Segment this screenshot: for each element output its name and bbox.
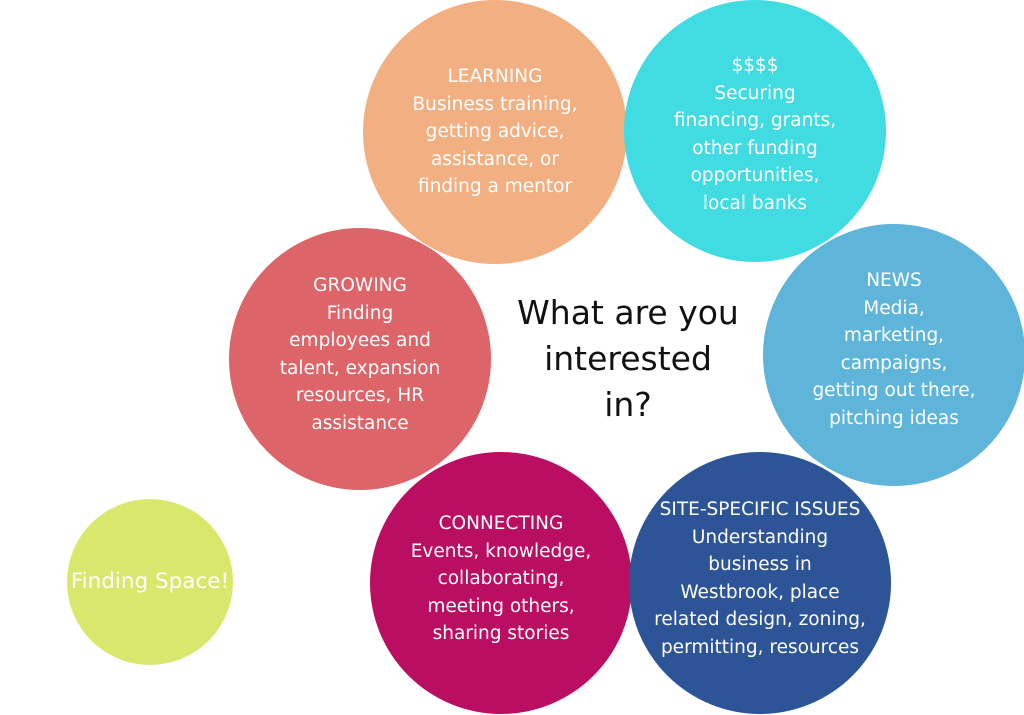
growing-text-line: talent, expansion: [279, 357, 441, 379]
center-question: What are you interested in?: [500, 290, 756, 428]
growing-text-line: Finding: [326, 302, 394, 324]
growing-text-line: assistance: [311, 412, 409, 434]
learning-heading: LEARNING: [447, 66, 543, 87]
growing-heading: GROWING: [313, 275, 407, 296]
connecting-text-line: meeting others,: [427, 595, 575, 617]
site-issues-text-line: related design, zoning,: [654, 609, 866, 630]
financing-text-line: local banks: [702, 192, 808, 214]
learning-circle: LEARNING Business training, getting advi…: [363, 0, 627, 264]
site-issues-heading: SITE-SPECIFIC ISSUES: [659, 499, 861, 520]
center-question-line: interested: [544, 339, 712, 378]
connecting-circle: CONNECTING Events, knowledge, collaborat…: [370, 452, 632, 714]
growing-text-line: resources, HR: [295, 385, 425, 406]
learning-text-line: getting advice,: [425, 121, 565, 142]
learning-text-line: finding a mentor: [417, 176, 573, 197]
news-text-line: campaigns,: [840, 352, 948, 374]
center-question-line: What are you: [517, 293, 739, 332]
financing-circle: $$$$ Securing financing, grants, other f…: [624, 0, 886, 262]
site-issues-text-line: Westbrook, place: [680, 581, 840, 603]
connecting-text-line: sharing stories: [432, 623, 570, 644]
site-issues-text-line: permitting, resources: [660, 636, 860, 658]
growing-text-line: employees and: [289, 330, 431, 351]
center-question-line: in?: [604, 385, 652, 424]
site-issues-circle: SITE-SPECIFIC ISSUES Understanding busin…: [629, 452, 891, 714]
financing-text-line: financing, grants,: [673, 110, 837, 131]
connecting-heading: CONNECTING: [438, 513, 564, 534]
financing-heading: $$$$: [731, 55, 779, 76]
news-circle: NEWS Media, marketing, campaigns, gettin…: [763, 224, 1024, 486]
news-text-line: getting out there,: [812, 380, 976, 401]
financing-text-line: Securing: [714, 82, 796, 104]
news-text-line: Media,: [863, 297, 925, 319]
growing-circle: GROWING Finding employees and talent, ex…: [229, 228, 491, 490]
learning-text-line: assistance, or: [431, 148, 559, 170]
financing-text-line: other funding: [692, 137, 818, 159]
learning-text-line: Business training,: [412, 93, 578, 115]
financing-text-line: opportunities,: [690, 165, 820, 186]
connecting-text-line: collaborating,: [437, 568, 565, 589]
site-issues-text-line: business in: [708, 554, 812, 575]
connecting-text-line: Events, knowledge,: [410, 540, 592, 562]
news-heading: NEWS: [866, 270, 922, 291]
news-text-line: pitching ideas: [829, 407, 959, 429]
news-text-line: marketing,: [843, 325, 945, 346]
site-issues-text-line: Understanding: [691, 526, 829, 548]
finding-space-label: Finding Space!: [70, 569, 230, 595]
finding-space-circle: Finding Space!: [67, 499, 233, 665]
